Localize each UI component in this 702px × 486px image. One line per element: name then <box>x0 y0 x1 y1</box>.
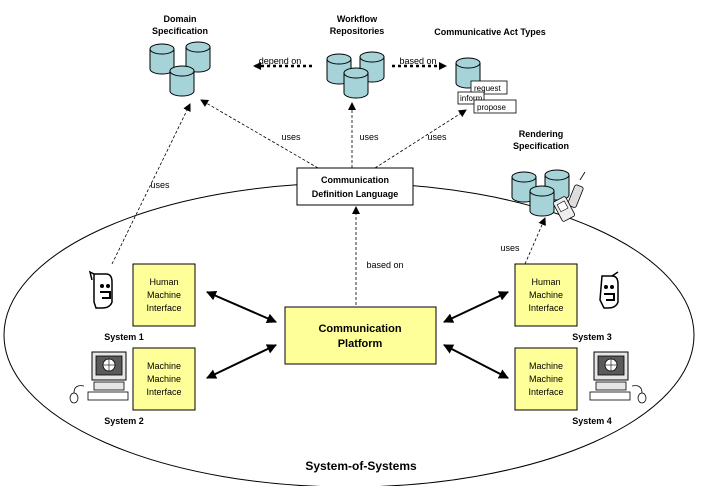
mmi2-line-2: Machine <box>147 374 181 384</box>
uses-hmi3-rendering-label: uses <box>500 243 520 253</box>
domain-spec-label-1: Domain <box>163 14 196 24</box>
depend-on-label: depend on <box>259 56 302 66</box>
act-card-propose <box>473 99 517 114</box>
hmi3-line-3: Interface <box>528 303 563 313</box>
platform-label-2: Platform <box>338 338 383 350</box>
system2-mmi-box: Machine Machine Interface <box>132 347 196 411</box>
platform-system4-arrow <box>443 344 509 379</box>
hmi1-line-2: Machine <box>147 290 181 300</box>
act-card-propose-label: propose <box>477 103 506 112</box>
database-icon <box>169 65 195 97</box>
uses-cdl-acts-label: uses <box>427 132 447 142</box>
system2-label: System 2 <box>104 416 144 426</box>
platform-system2-arrow <box>206 344 277 379</box>
hmi3-line-1: Human <box>531 277 560 287</box>
mobile-phone-icon <box>567 171 586 208</box>
sos-label: System-of-Systems <box>305 459 417 473</box>
uses-cdl-workflow-label: uses <box>359 132 379 142</box>
person-icon <box>599 271 619 309</box>
mmi2-line-1: Machine <box>147 361 181 371</box>
domain-spec-label-2: Specification <box>152 26 208 36</box>
communication-definition-language-box: Communication Definition Language <box>296 167 414 206</box>
domain-specification-node: Domain Specification <box>149 14 211 97</box>
communicative-act-types-node: Communicative Act Types request inform p… <box>434 27 546 114</box>
hmi1-line-3: Interface <box>146 303 181 313</box>
rendering-specification-node: Rendering Specification <box>511 129 586 222</box>
computer-icon <box>69 351 129 404</box>
cdl-label-2: Definition Language <box>312 189 399 199</box>
person-icon <box>88 270 113 309</box>
act-card-inform-label: inform <box>460 94 483 103</box>
mmi4-line-1: Machine <box>529 361 563 371</box>
uses-hmi1-domain-label: uses <box>150 180 170 190</box>
database-icon <box>529 185 555 217</box>
system1-label: System 1 <box>104 332 144 342</box>
mmi4-line-2: Machine <box>529 374 563 384</box>
mmi4-line-3: Interface <box>528 387 563 397</box>
hmi3-line-2: Machine <box>529 290 563 300</box>
system3-label: System 3 <box>572 332 612 342</box>
uses-cdl-acts-arrow <box>374 109 467 169</box>
database-icon <box>343 67 369 99</box>
rendering-label-2: Specification <box>513 141 569 151</box>
pda-icon <box>552 196 576 222</box>
platform-system3-arrow <box>443 291 509 323</box>
platform-label-1: Communication <box>318 323 401 335</box>
act-card-request-label: request <box>474 84 501 93</box>
uses-cdl-domain-label: uses <box>281 132 301 142</box>
rendering-label-1: Rendering <box>519 129 564 139</box>
hmi1-line-1: Human <box>149 277 178 287</box>
system4-label: System 4 <box>572 416 612 426</box>
workflow-label-2: Repositories <box>330 26 385 36</box>
computer-icon <box>589 351 647 404</box>
based-on-top-label: based on <box>399 56 436 66</box>
communication-platform-box: Communication Platform <box>284 306 437 365</box>
system1-hmi-box: Human Machine Interface <box>132 263 196 327</box>
system3-hmi-box: Human Machine Interface <box>514 263 578 327</box>
workflow-label-1: Workflow <box>337 14 378 24</box>
workflow-repositories-node: Workflow Repositories <box>326 14 385 99</box>
cdl-label-1: Communication <box>321 175 389 185</box>
uses-hmi3-rendering-arrow <box>524 217 546 265</box>
platform-system1-arrow <box>206 291 277 323</box>
uses-cdl-domain-arrow <box>200 99 319 169</box>
act-types-label: Communicative Act Types <box>434 27 546 37</box>
act-card-request <box>470 80 508 95</box>
mmi2-line-3: Interface <box>146 387 181 397</box>
based-on-cdl-label: based on <box>366 260 403 270</box>
system4-mmi-box: Machine Machine Interface <box>514 347 578 411</box>
